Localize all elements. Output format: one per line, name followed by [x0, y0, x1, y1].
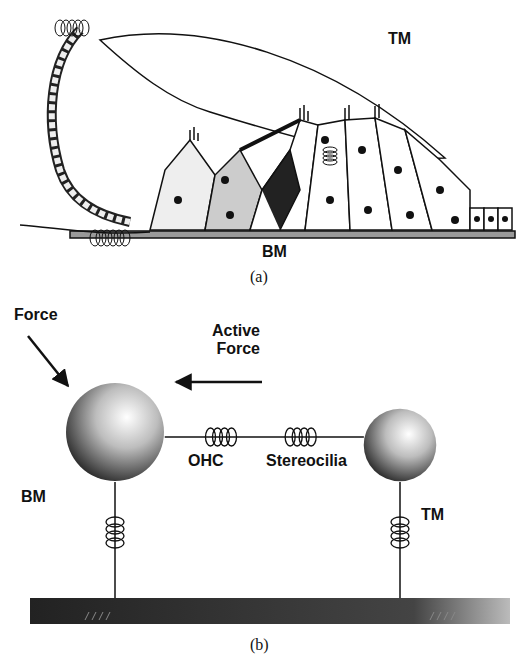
- spring-coil: [306, 428, 316, 446]
- spring-coil: [323, 159, 337, 165]
- ground: [30, 598, 510, 624]
- spring-coil: [391, 538, 409, 548]
- mass-label: TM: [421, 506, 444, 524]
- active-force-arrow: [176, 381, 262, 384]
- part-label: TM: [388, 30, 411, 48]
- spring-coil: [108, 230, 118, 246]
- force-label: Active Force: [198, 322, 260, 357]
- spring-coil: [61, 20, 71, 36]
- force-arrow: [28, 336, 68, 386]
- spring-coil: [114, 230, 124, 246]
- spring-coil: [106, 538, 124, 548]
- spring-coil: [67, 20, 77, 36]
- spring-coil: [55, 20, 65, 36]
- spring-label: OHC: [188, 452, 224, 470]
- mass-ball: BM: [65, 382, 165, 482]
- spring-coil: [120, 230, 130, 246]
- spring-coil: [227, 428, 237, 446]
- mass-ball: TM: [363, 408, 437, 482]
- spring-label: Stereocilia: [266, 452, 347, 470]
- force-label: Force: [14, 306, 58, 324]
- coupling-line: [165, 436, 364, 438]
- organ-of-corti: [20, 30, 515, 238]
- ground-hatch: [85, 612, 455, 620]
- spring-coil: [79, 20, 89, 36]
- spring-coil: [73, 20, 83, 36]
- panel-label: (b): [250, 636, 269, 654]
- ball-shape: [363, 408, 437, 482]
- panel-label: (a): [250, 268, 268, 286]
- ball-shape: [65, 382, 165, 482]
- spring-coil: [106, 517, 409, 548]
- part-label: BM: [262, 243, 287, 261]
- spring-coil: [96, 230, 106, 246]
- spring-coil: [90, 230, 100, 246]
- mass-label: BM: [21, 488, 46, 506]
- hair-cell-coil: [55, 20, 337, 246]
- spring-coil: [102, 230, 112, 246]
